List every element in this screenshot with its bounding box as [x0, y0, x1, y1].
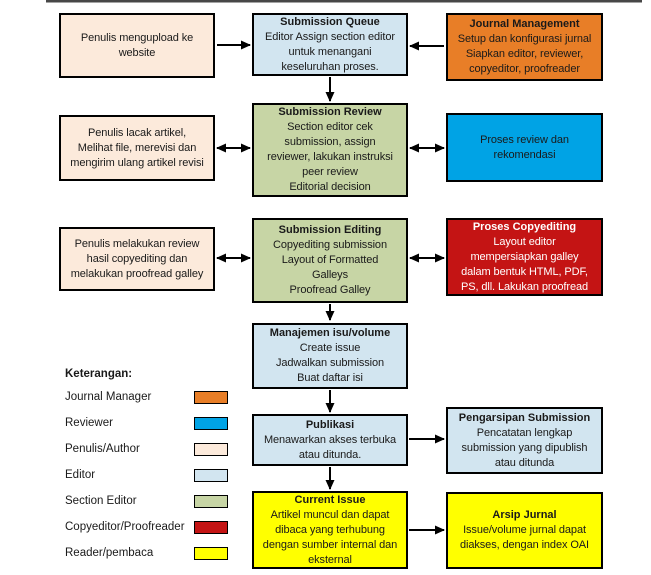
box-body: Menawarkan akses terbuka atau ditunda. [263, 433, 397, 461]
legend-swatch-copyeditor [194, 520, 228, 534]
box-title: Publikasi [305, 418, 355, 431]
legend-swatch-author [194, 442, 228, 456]
box-title: Submission Queue [280, 15, 380, 28]
legend-label: Copyeditor/Proofreader [65, 521, 185, 533]
box-body: Issue/volume jurnal dapat diakses, denga… [460, 524, 589, 551]
box-title: Submission Editing [278, 224, 382, 236]
box-body: Penulis lacak artikel, Melihat file, mer… [70, 126, 204, 169]
legend-label: Journal Manager [65, 391, 152, 403]
box-body: Artikel muncul dan dapat dibaca yang ter… [262, 508, 398, 566]
box-body: Proses review dan rekomendasi [480, 133, 569, 161]
box-title: Pengarsipan Submission [458, 411, 591, 424]
top-rule [46, 0, 642, 3]
legend-item-reader: Reader/pembaca [65, 546, 228, 560]
legend-title: Keterangan: [65, 368, 133, 380]
box-title: Submission Review [278, 106, 382, 118]
legend: Keterangan: Journal Manager Reviewer Pen… [65, 368, 228, 572]
box-body: Pencatatan lengkap submission yang dipub… [461, 426, 588, 469]
legend-item-copyeditor: Copyeditor/Proofreader [65, 520, 228, 534]
box-body: Penulis melakukan review hasil copyediti… [70, 237, 204, 280]
box-body: Copyediting submission Layout of Formatt… [273, 239, 387, 296]
box-body: Create issue Jadwalkan submission Buat d… [275, 342, 385, 384]
box-body: Editor Assign section editor untuk menan… [265, 30, 395, 73]
box-body: Setup dan konfigurasi jurnal Siapkan edi… [457, 33, 592, 75]
legend-item-journal-manager: Journal Manager [65, 390, 228, 404]
box-author-track: Penulis lacak artikel, Melihat file, mer… [59, 115, 215, 181]
legend-label: Reviewer [65, 417, 113, 429]
legend-label: Editor [65, 469, 96, 481]
box-body: Section editor cek submission, assign re… [267, 121, 393, 193]
legend-swatch-reader [194, 546, 228, 560]
box-body: Layout editor mempersiapkan galley dalam… [460, 235, 589, 293]
legend-item-author: Penulis/Author [65, 442, 228, 456]
legend-swatch-journal-manager [194, 390, 228, 404]
box-title: Current Issue [294, 493, 366, 506]
box-submission-queue: Submission Queue Editor Assign section e… [252, 13, 408, 76]
box-review-process: Proses review dan rekomendasi [446, 113, 603, 182]
box-submission-review: Submission Review Section editor cek sub… [252, 103, 408, 197]
legend-item-section-editor: Section Editor [65, 494, 228, 508]
box-publication: Publikasi Menawarkan akses terbuka atau … [252, 414, 408, 466]
box-journal-archive: Arsip Jurnal Issue/volume jurnal dapat d… [446, 492, 603, 569]
box-copyediting-process: Proses Copyediting Layout editor mempers… [446, 218, 603, 296]
legend-swatch-reviewer [194, 416, 228, 430]
box-issue-management: Manajemen isu/volume Create issue Jadwal… [252, 323, 408, 389]
box-journal-management: Journal Management Setup dan konfigurasi… [446, 13, 603, 81]
legend-label: Reader/pembaca [65, 547, 154, 559]
box-author-copyedit: Penulis melakukan review hasil copyediti… [59, 227, 215, 291]
legend-label: Penulis/Author [65, 443, 140, 455]
box-author-upload: Penulis mengupload ke website [59, 13, 215, 78]
legend-label: Section Editor [65, 495, 137, 507]
legend-item-reviewer: Reviewer [65, 416, 228, 430]
box-submission-editing: Submission Editing Copyediting submissio… [252, 218, 408, 303]
box-current-issue: Current Issue Artikel muncul dan dapat d… [252, 491, 408, 569]
box-title: Proses Copyediting [472, 220, 577, 233]
box-title: Journal Management [469, 18, 580, 30]
box-title: Manajemen isu/volume [269, 327, 391, 339]
legend-swatch-section-editor [194, 494, 228, 508]
box-archiving: Pengarsipan Submission Pencatatan lengka… [446, 407, 603, 474]
legend-item-editor: Editor [65, 468, 228, 482]
box-body: Penulis mengupload ke website [80, 31, 194, 59]
legend-swatch-editor [194, 468, 228, 482]
box-title: Arsip Jurnal [492, 509, 557, 521]
